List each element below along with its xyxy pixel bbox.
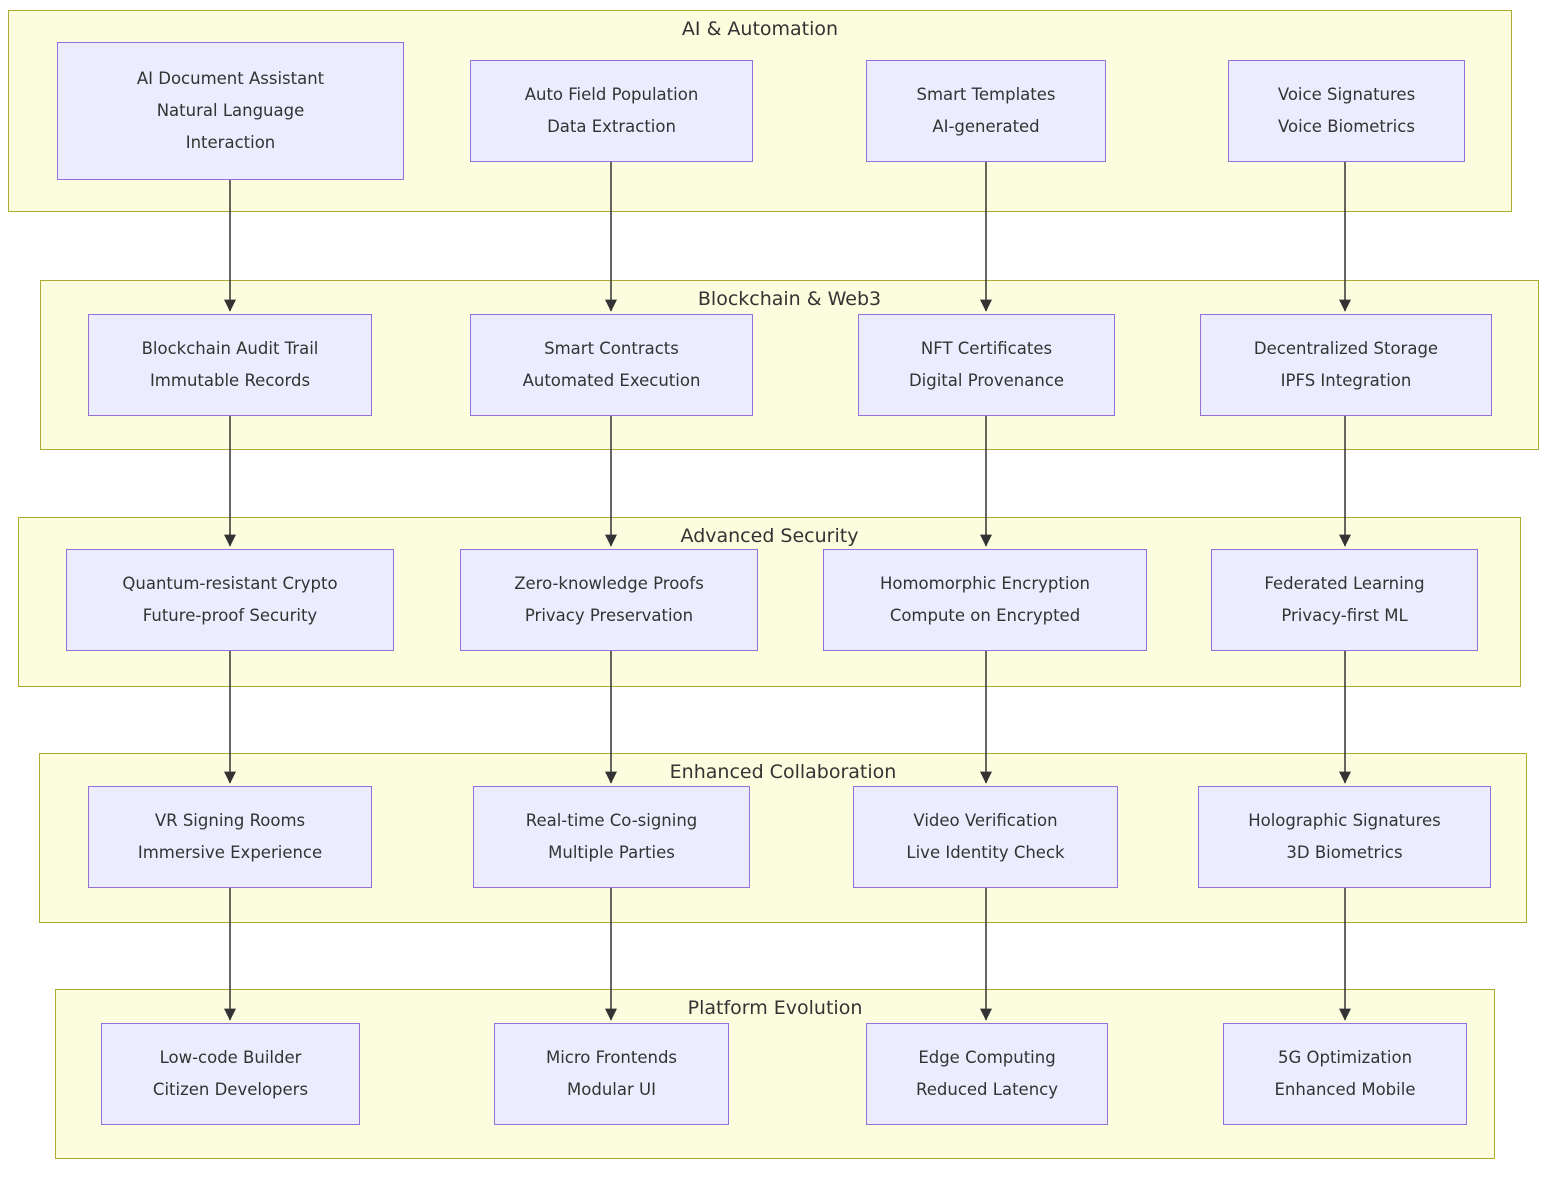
- node-line: Citizen Developers: [152, 1080, 309, 1099]
- node-quantum-resistant-crypto: Quantum-resistant Crypto Future-proof Se…: [66, 549, 394, 651]
- node-line: Real-time Co-signing: [525, 811, 698, 830]
- node-line: Immersive Experience: [137, 843, 323, 862]
- node-line: AI Document Assistant: [136, 69, 325, 88]
- node-line: Video Verification: [913, 811, 1058, 830]
- node-micro-frontends: Micro Frontends Modular UI: [494, 1023, 729, 1125]
- node-line: Privacy Preservation: [524, 606, 694, 625]
- node-line: Federated Learning: [1264, 574, 1425, 593]
- subgraph-title-platform-evolution: Platform Evolution: [687, 997, 863, 1019]
- node-line: Edge Computing: [918, 1048, 1056, 1067]
- node-line: Blockchain Audit Trail: [141, 339, 319, 358]
- node-line: AI-generated: [932, 117, 1040, 136]
- node-line: 3D Biometrics: [1286, 843, 1403, 862]
- node-line: Auto Field Population: [524, 85, 699, 104]
- node-low-code-builder: Low-code Builder Citizen Developers: [101, 1023, 360, 1125]
- node-line: Modular UI: [567, 1080, 656, 1099]
- node-line: Quantum-resistant Crypto: [122, 574, 338, 593]
- node-real-time-co-signing: Real-time Co-signing Multiple Parties: [473, 786, 750, 888]
- node-line: Homomorphic Encryption: [879, 574, 1091, 593]
- node-line: Holographic Signatures: [1248, 811, 1441, 830]
- node-line: Low-code Builder: [159, 1048, 302, 1067]
- node-decentralized-storage: Decentralized Storage IPFS Integration: [1200, 314, 1492, 416]
- node-line: Voice Biometrics: [1278, 117, 1415, 136]
- node-video-verification: Video Verification Live Identity Check: [853, 786, 1118, 888]
- node-nft-certificates: NFT Certificates Digital Provenance: [858, 314, 1115, 416]
- node-line: Digital Provenance: [908, 371, 1065, 390]
- node-auto-field-population: Auto Field Population Data Extraction: [470, 60, 753, 162]
- node-line: Natural Language: [156, 101, 305, 120]
- node-line: Data Extraction: [547, 117, 676, 136]
- node-zero-knowledge-proofs: Zero-knowledge Proofs Privacy Preservati…: [460, 549, 758, 651]
- node-voice-signatures: Voice Signatures Voice Biometrics: [1228, 60, 1465, 162]
- node-line: Live Identity Check: [906, 843, 1065, 862]
- node-smart-templates: Smart Templates AI-generated: [866, 60, 1106, 162]
- node-line: 5G Optimization: [1277, 1048, 1413, 1067]
- node-line: Reduced Latency: [916, 1080, 1058, 1099]
- node-federated-learning: Federated Learning Privacy-first ML: [1211, 549, 1478, 651]
- subgraph-title-enhanced-collaboration: Enhanced Collaboration: [669, 761, 897, 783]
- node-line: Future-proof Security: [142, 606, 318, 625]
- node-ai-document-assistant: AI Document Assistant Natural Language I…: [57, 42, 404, 180]
- node-holographic-signatures: Holographic Signatures 3D Biometrics: [1198, 786, 1491, 888]
- node-line: Privacy-first ML: [1281, 606, 1408, 625]
- node-line: Zero-knowledge Proofs: [514, 574, 704, 593]
- node-5g-optimization: 5G Optimization Enhanced Mobile: [1223, 1023, 1467, 1125]
- node-edge-computing: Edge Computing Reduced Latency: [866, 1023, 1108, 1125]
- subgraph-title-ai-automation: AI & Automation: [681, 18, 839, 40]
- node-line: Decentralized Storage: [1253, 339, 1439, 358]
- node-smart-contracts: Smart Contracts Automated Execution: [470, 314, 753, 416]
- node-line: Smart Contracts: [544, 339, 679, 358]
- node-line: Enhanced Mobile: [1274, 1080, 1416, 1099]
- node-blockchain-audit-trail: Blockchain Audit Trail Immutable Records: [88, 314, 372, 416]
- subgraph-title-blockchain-web3: Blockchain & Web3: [697, 288, 882, 310]
- node-line: Voice Signatures: [1277, 85, 1416, 104]
- node-line: Immutable Records: [149, 371, 311, 390]
- node-line: Compute on Encrypted: [889, 606, 1081, 625]
- node-line: Multiple Parties: [548, 843, 675, 862]
- node-line: IPFS Integration: [1280, 371, 1412, 390]
- node-line: Micro Frontends: [545, 1048, 678, 1067]
- subgraph-title-advanced-security: Advanced Security: [680, 525, 859, 547]
- node-homomorphic-encryption: Homomorphic Encryption Compute on Encryp…: [823, 549, 1147, 651]
- node-line: Interaction: [185, 133, 276, 152]
- node-line: VR Signing Rooms: [154, 811, 306, 830]
- node-line: NFT Certificates: [920, 339, 1053, 358]
- node-vr-signing-rooms: VR Signing Rooms Immersive Experience: [88, 786, 372, 888]
- node-line: Smart Templates: [916, 85, 1056, 104]
- node-line: Automated Execution: [522, 371, 701, 390]
